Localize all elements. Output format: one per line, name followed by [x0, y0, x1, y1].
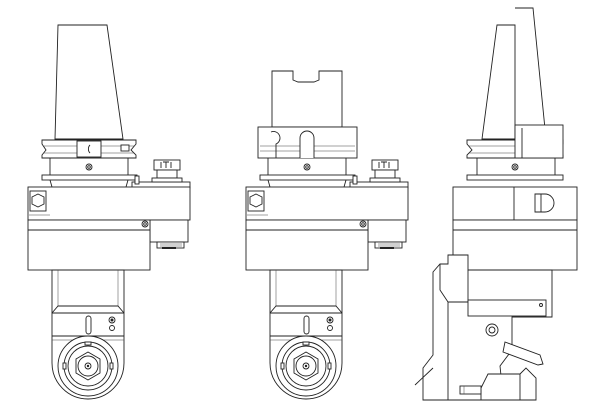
- hsk-shank: [271, 70, 343, 128]
- front-view-steep-taper: [27, 24, 191, 400]
- flange: [41, 139, 137, 159]
- steep-taper: [54, 24, 124, 140]
- lever: [502, 341, 544, 366]
- flange: [466, 124, 564, 159]
- lower-arm: [51, 269, 125, 400]
- flange: [257, 126, 358, 159]
- side-view: [414, 7, 578, 401]
- front-view-hsk: [245, 70, 409, 400]
- steep-taper: [481, 24, 516, 140]
